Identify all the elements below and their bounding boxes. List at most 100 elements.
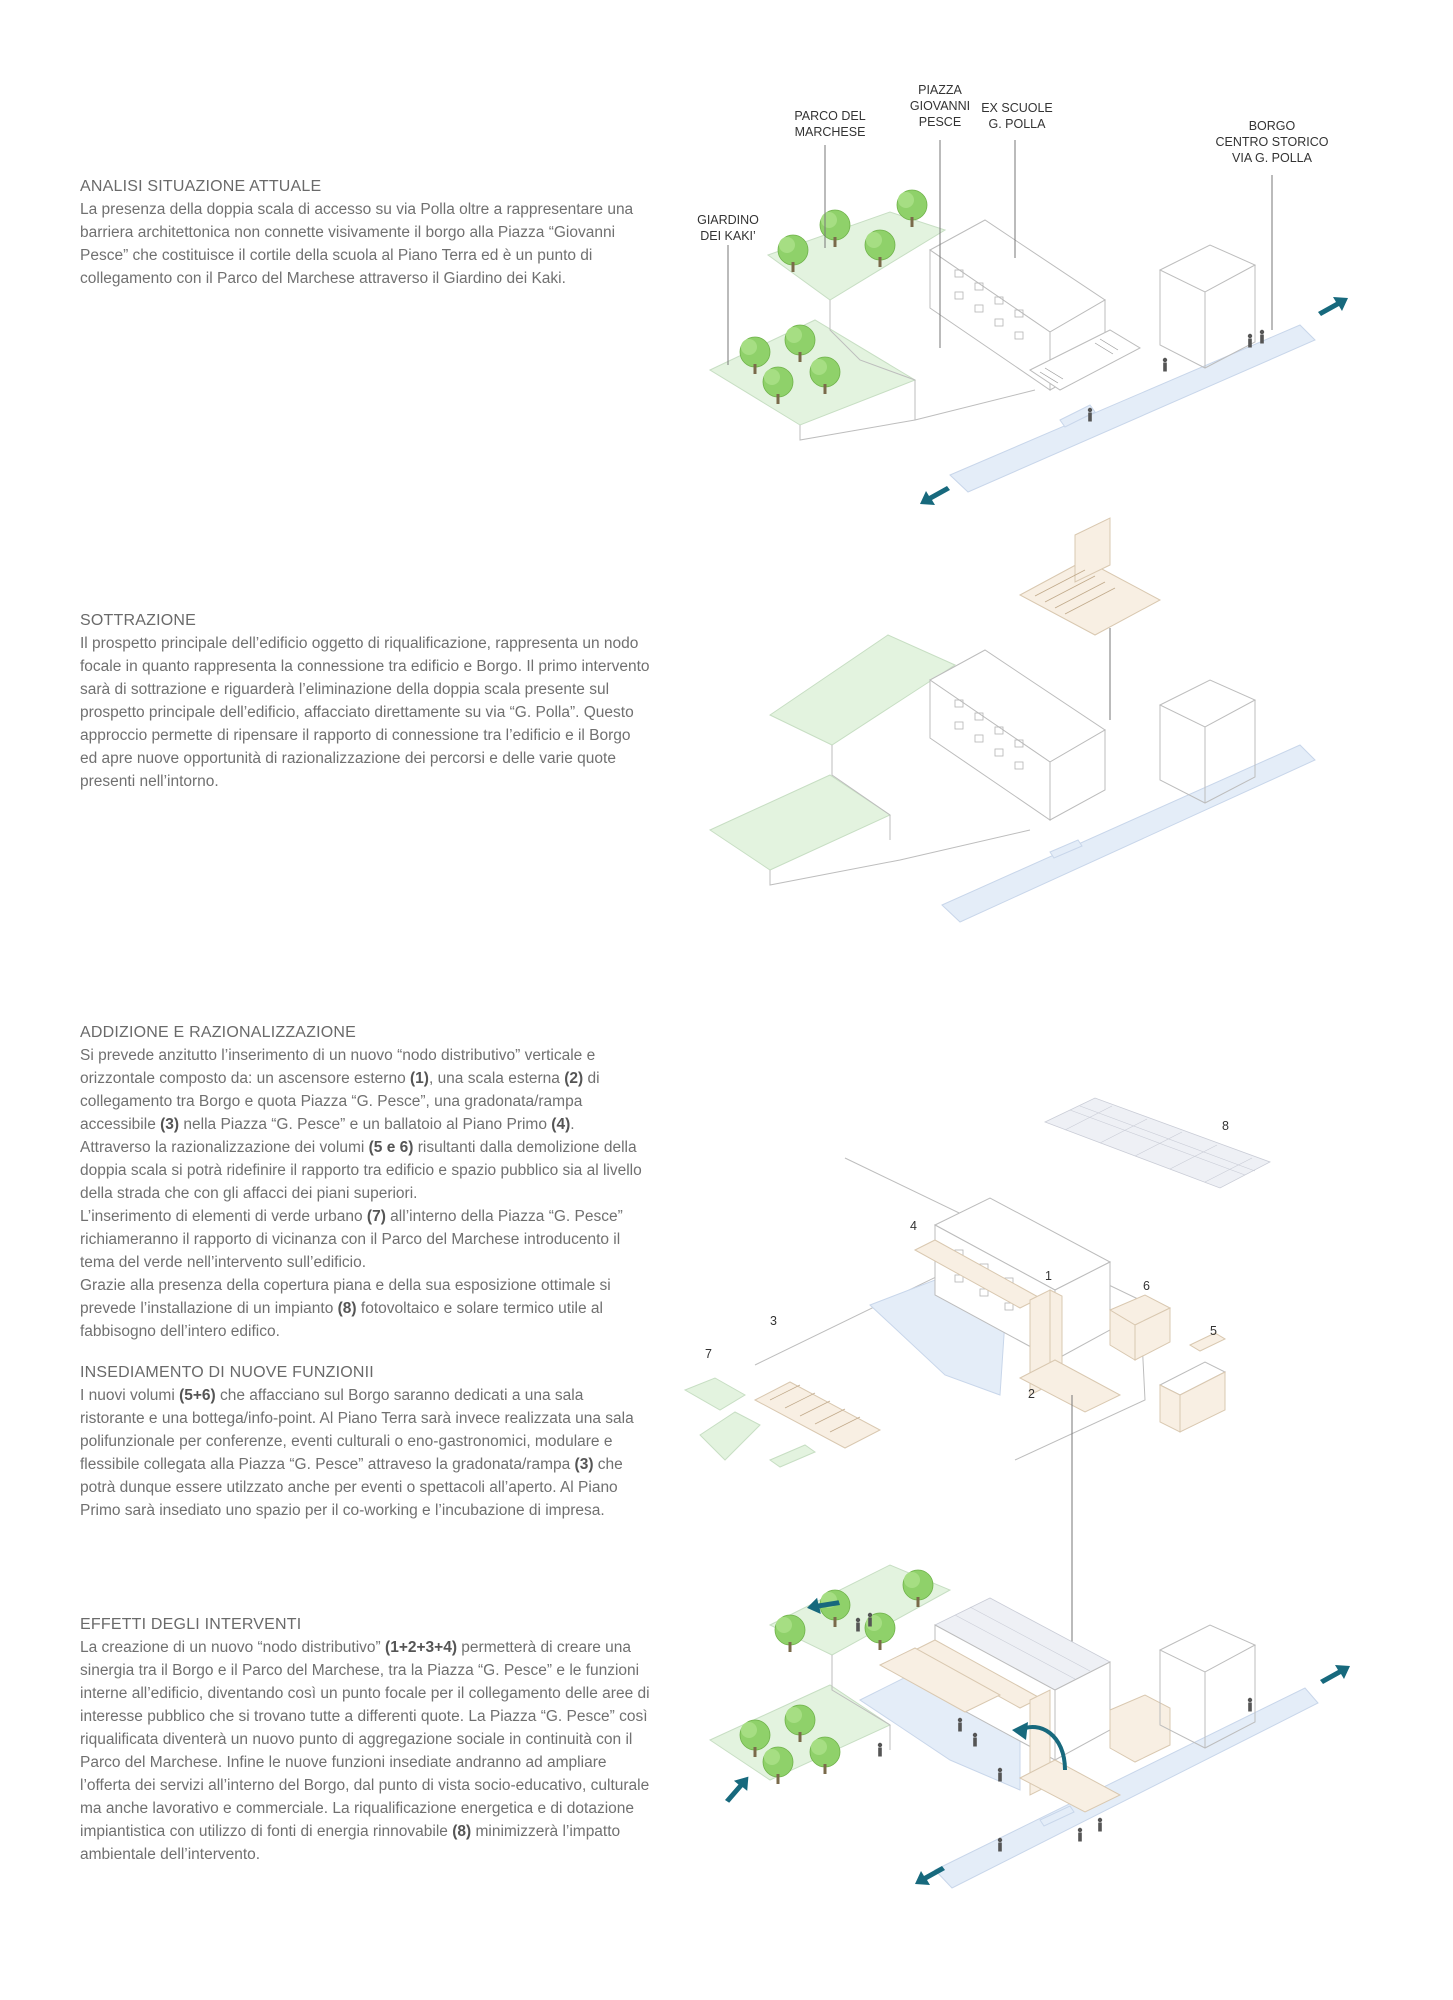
section-addizione: ADDIZIONE E RAZIONALIZZAZIONE Si prevede… <box>80 1024 650 1343</box>
text-run: Si prevede anzitutto l’inserimento di un… <box>80 1047 596 1087</box>
section-analisi: ANALISI SITUAZIONE ATTUALE La presenza d… <box>80 178 650 290</box>
arrow-south <box>920 486 950 505</box>
section-body: La presenza della doppia scala di access… <box>80 201 634 287</box>
ref-number: (3) <box>160 1116 180 1133</box>
ref-number: (8) <box>337 1300 357 1317</box>
new-volumes <box>1109 1694 1171 1763</box>
diagram-addition: 8 4 1 6 3 5 7 2 <box>683 1097 1271 1645</box>
text-run: che affacciano sul Borgo saranno dedicat… <box>80 1387 634 1473</box>
person <box>957 1717 963 1732</box>
ref-number: (1+2+3+4) <box>385 1639 457 1656</box>
label-number-2: 2 <box>1028 1387 1035 1401</box>
removed-stair-steps <box>1034 569 1116 615</box>
road-strip <box>1049 839 1083 859</box>
person <box>997 1767 1003 1782</box>
text-run: Grazie alla presenza della copertura pia… <box>80 1277 611 1317</box>
label-number-3: 3 <box>770 1314 777 1328</box>
tree <box>809 1736 841 1775</box>
text-run: I nuovi volumi <box>80 1387 180 1404</box>
road <box>941 744 1316 923</box>
section-title: EFFETTI DEGLI INTERVENTI <box>80 1616 302 1633</box>
ref-number: (1) <box>410 1070 429 1087</box>
road-strip <box>1059 404 1096 428</box>
stair <box>1018 1759 1122 1813</box>
person <box>867 1612 873 1627</box>
terrain-edge <box>769 829 1031 886</box>
diagram-effects <box>708 1564 1350 1889</box>
road-strip <box>1039 1805 1075 1827</box>
text-run: L’inserimento di elementi di verde urban… <box>80 1208 367 1225</box>
text-run: La creazione di un nuovo “nodo distribut… <box>80 1639 386 1656</box>
volume-5-canopy <box>1188 1332 1227 1352</box>
volume-6-side <box>1134 1307 1171 1361</box>
person <box>1247 333 1253 348</box>
ramp-3 <box>753 1381 882 1449</box>
person <box>1077 1827 1083 1842</box>
section-title: SOTTRAZIONE <box>80 612 196 629</box>
stair-steps <box>1039 338 1119 384</box>
label-number-8: 8 <box>1222 1119 1229 1133</box>
text-run: minimizzerà l’impatto ambientale dell’in… <box>80 1823 621 1863</box>
text-run: di collegamento tra Borgo e quota Piazza… <box>80 1070 600 1133</box>
person <box>877 1742 883 1757</box>
school-windows <box>954 269 1024 340</box>
section-title: ANALISI SITUAZIONE ATTUALE <box>80 178 322 195</box>
label-number-6: 6 <box>1143 1279 1150 1293</box>
building-facade-short <box>1049 729 1106 821</box>
text-run: Attraverso la razionalizzazione dei volu… <box>80 1139 369 1156</box>
borgo-wireframe-top <box>1158 679 1257 728</box>
road <box>934 1687 1319 1889</box>
borgo-wireframe-top <box>1158 1624 1257 1673</box>
ref-number: (3) <box>574 1456 594 1473</box>
ref-number: (5 e 6) <box>368 1139 414 1156</box>
text-run: , una scala esterna <box>428 1070 565 1087</box>
ref-number: (4) <box>551 1116 571 1133</box>
arrow-borgo <box>1320 1665 1350 1684</box>
green-giardino <box>708 774 892 871</box>
solar-panels <box>1043 1097 1271 1189</box>
double-stair <box>1029 329 1142 391</box>
text-run: . <box>570 1116 575 1133</box>
person <box>1259 329 1265 344</box>
arrow-borgo <box>1318 297 1348 316</box>
text-run: fotovoltaico e solare termico utile al f… <box>80 1300 603 1340</box>
person <box>1097 1817 1103 1832</box>
borgo-wireframe-top <box>1158 244 1257 293</box>
section-title: ADDIZIONE E RAZIONALIZZAZIONE <box>80 1024 357 1041</box>
ramp-steps <box>769 1384 861 1433</box>
person <box>1247 1697 1253 1712</box>
section-body: I nuovi volumi (5+6) che affacciano sul … <box>80 1384 650 1522</box>
ref-number: (7) <box>366 1208 386 1225</box>
terrain-wall <box>831 1655 891 1750</box>
arrow-node-head <box>1012 1722 1028 1740</box>
person <box>1162 357 1168 372</box>
removed-stair <box>1018 559 1162 636</box>
terrain-wall <box>829 300 916 420</box>
terrain-wall <box>831 745 891 840</box>
section-insediamento: INSEDIAMENTO DI NUOVE FUNZIONII I nuovi … <box>80 1364 650 1522</box>
text-run: risultanti dalla demolizione della doppi… <box>80 1139 642 1202</box>
road-via-polla <box>949 324 1316 493</box>
label-number-4: 4 <box>910 1219 917 1233</box>
person <box>855 1617 861 1632</box>
text-run: permetterà di creare una sinergia tra il… <box>80 1639 650 1840</box>
text-run: nella Piazza “G. Pesce” e un ballatoio a… <box>179 1116 552 1133</box>
removed-stair-tower <box>1074 517 1111 583</box>
section-sottrazione: SOTTRAZIONE Il prospetto principale dell… <box>80 612 650 793</box>
person <box>997 1837 1003 1852</box>
section-title: INSEDIAMENTO DI NUOVE FUNZIONII <box>80 1364 374 1381</box>
section-body: Il prospetto principale dell’edificio og… <box>80 635 650 790</box>
stair-2 <box>1018 1359 1122 1413</box>
green-7b <box>699 1411 761 1461</box>
person <box>1087 407 1093 422</box>
building-windows <box>954 699 1024 770</box>
solar-roof-grid <box>954 1606 1091 1680</box>
section-effetti: EFFETTI DEGLI INTERVENTI La creazione di… <box>80 1616 650 1866</box>
